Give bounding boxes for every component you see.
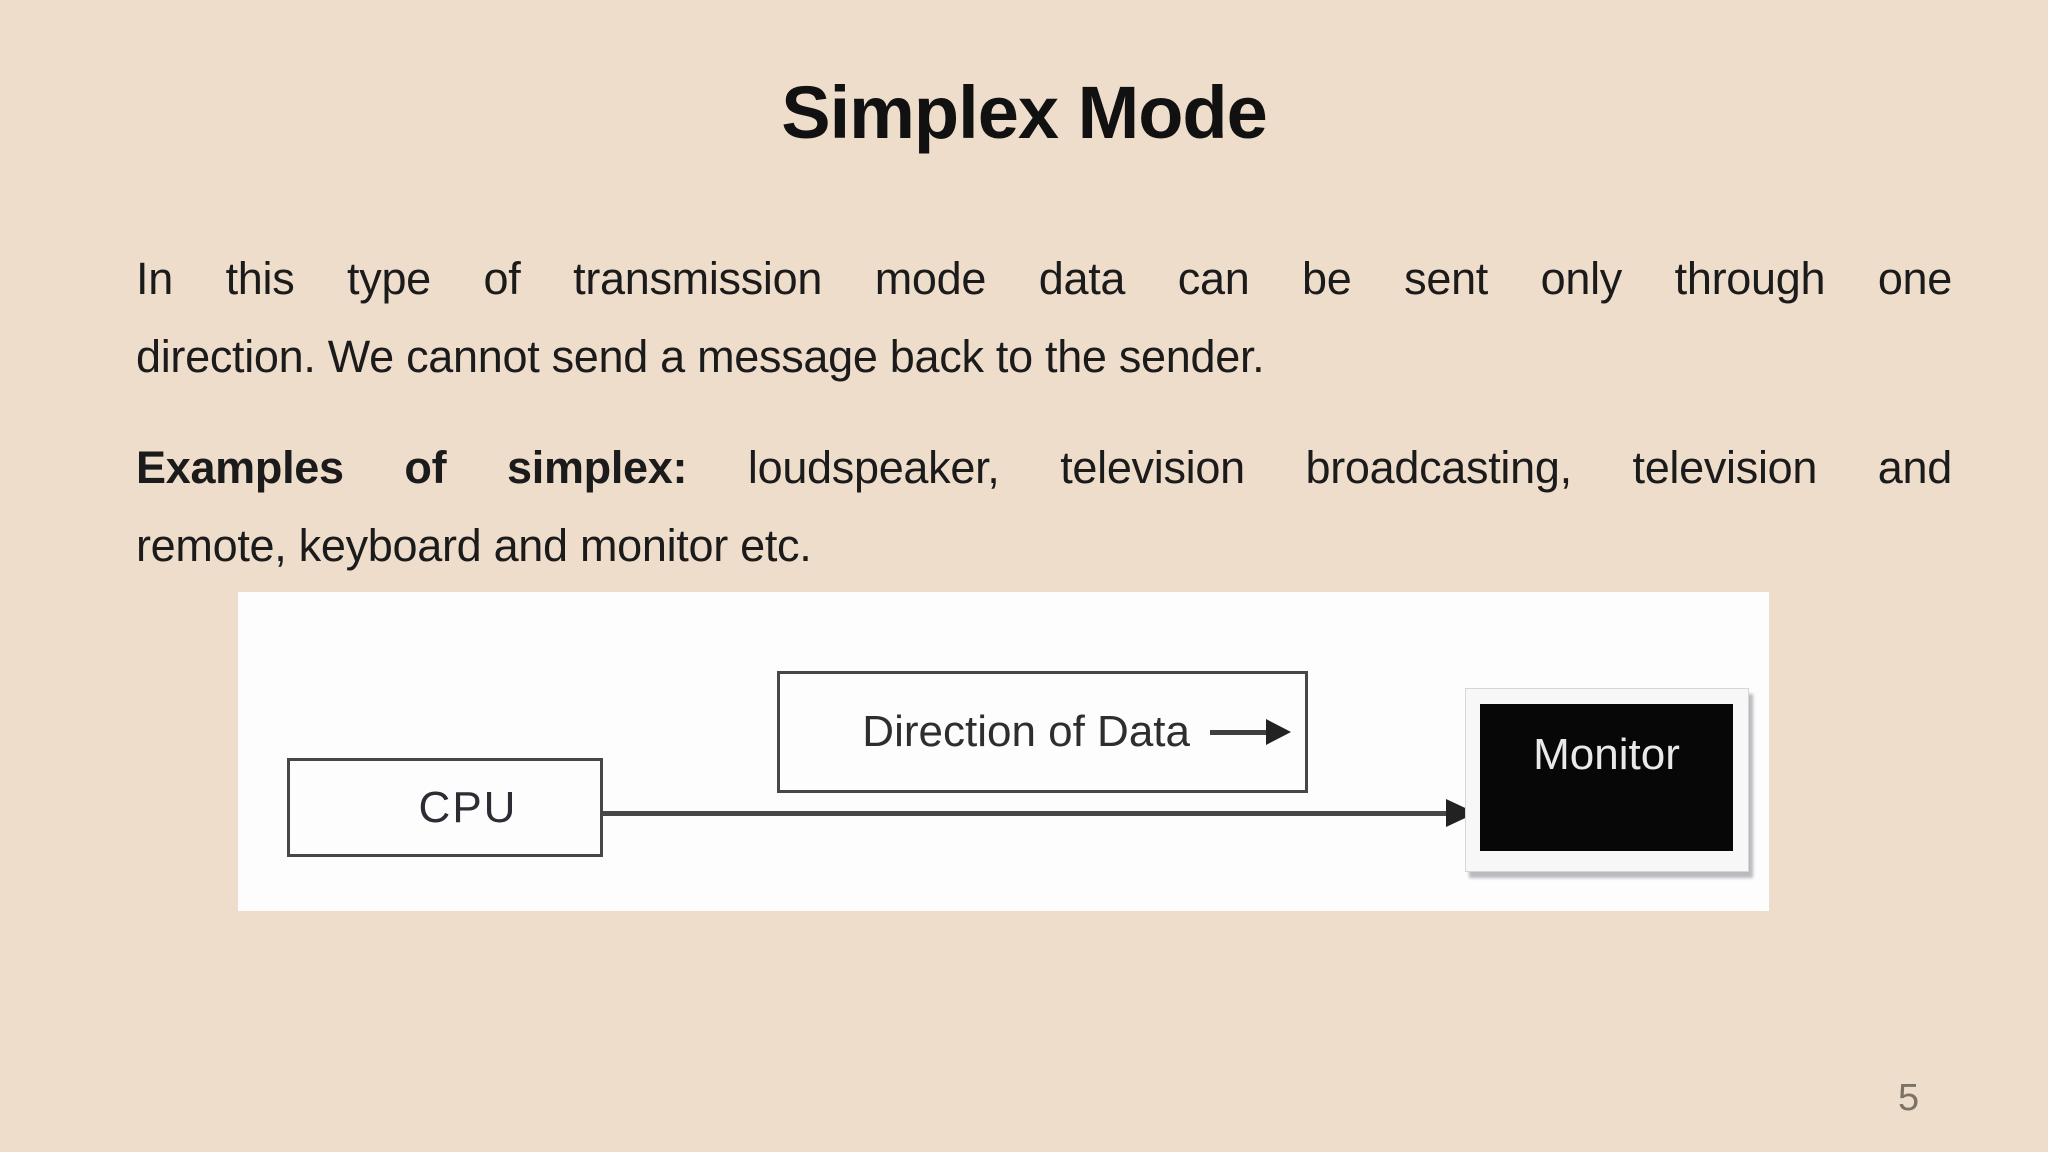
direction-of-data-label: Direction of Data xyxy=(862,707,1190,756)
page-number: 5 xyxy=(1898,1077,1920,1119)
simplex-diagram-panel: Direction of Data CPU Monitor xyxy=(238,592,1769,911)
paragraph-intro-line-2: direction. We cannot send a message back… xyxy=(136,331,1265,382)
paragraph-examples: Examples of simplex: loudspeaker, televi… xyxy=(136,429,1952,585)
monitor-screen: Monitor xyxy=(1480,704,1733,851)
arrow-shaft xyxy=(1210,729,1270,735)
paragraph-intro-line-1: In this type of transmission mode data c… xyxy=(136,253,1952,304)
slide-title: Simplex Mode xyxy=(781,71,1268,154)
arrow-head xyxy=(1266,719,1291,745)
paragraph-examples-line-2: remote, keyboard and monitor etc. xyxy=(136,520,812,571)
paragraph-examples-line-1: Examples of simplex: loudspeaker, televi… xyxy=(136,429,1952,507)
direction-right-arrow-icon xyxy=(1210,719,1291,745)
examples-line-1-rest: loudspeaker, television broadcasting, te… xyxy=(687,442,1952,493)
monitor-label: Monitor xyxy=(1533,730,1680,779)
direction-of-data-box: Direction of Data xyxy=(777,671,1308,793)
paragraph-intro: In this type of transmission mode data c… xyxy=(136,240,1952,396)
monitor-frame: Monitor xyxy=(1465,688,1749,872)
cpu-box: CPU xyxy=(287,758,603,857)
examples-bold-lead: Examples of simplex: xyxy=(136,442,688,493)
cpu-label: CPU xyxy=(418,782,518,832)
data-flow-line xyxy=(603,811,1451,816)
